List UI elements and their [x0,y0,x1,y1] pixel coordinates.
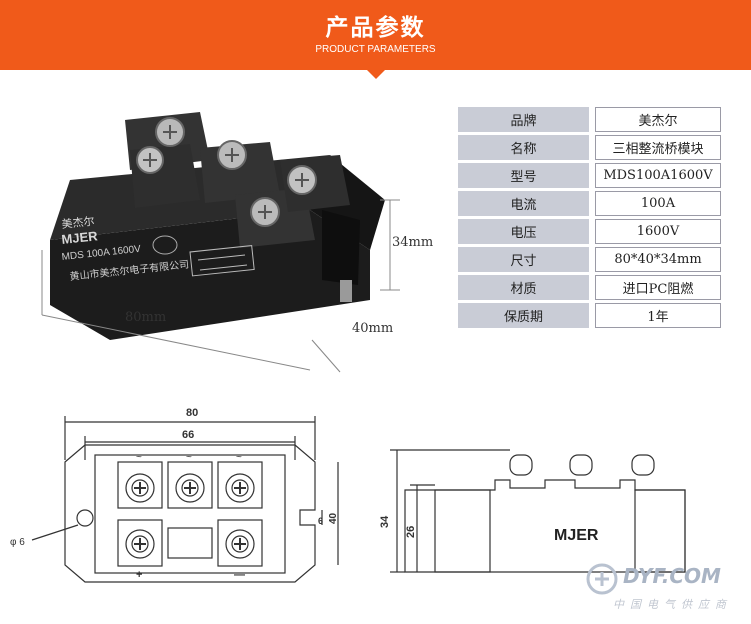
watermark-site: DYF.COM [623,564,721,588]
side-view-drawing: 34 26 MJER [379,449,686,573]
watermark-sub: 中国电气供应商 [613,598,732,611]
page-subtitle: PRODUCT PARAMETERS [315,44,436,55]
dim-40-label: 40 [328,512,339,524]
dim-66-label: 66 [182,429,194,441]
spec-key: 尺寸 [458,247,589,272]
spec-gap [589,275,595,300]
spec-value: 进口PC阻燃 [595,275,721,300]
dim-80-label: 80 [186,407,198,419]
product-photo: 美杰尔 MJER MDS 100A 1600V 黄山市美杰尔电子有限公司 80m… [41,112,433,373]
page-title: 产品参数 [325,15,426,41]
dim-6-label: 6 [318,516,323,526]
ac-symbol-2: ~ [186,452,192,463]
photo-dim-lines [41,199,400,373]
spec-gap [589,107,595,132]
ac-symbol-1: ~ [136,452,142,463]
spec-gap [589,219,595,244]
hole-dia-label: φ 6 [10,537,25,548]
spec-row: 名称三相整流桥模块 [458,135,721,160]
header-banner: 产品参数 PRODUCT PARAMETERS [0,0,751,70]
spec-key: 品牌 [458,107,589,132]
spec-value: 80*40*34mm [595,247,721,272]
spec-key: 名称 [458,135,589,160]
spec-key: 保质期 [458,303,589,328]
circuit-diagram [189,244,255,277]
spec-value: 1600V [595,219,721,244]
photo-dim-length: 80mm [125,310,166,325]
dim-26-label: 26 [405,526,417,538]
spec-gap [589,303,595,328]
spec-gap [589,191,595,216]
photo-dim-width: 40mm [352,321,393,336]
spec-value: 100A [595,191,721,216]
screw-terminals [136,117,317,227]
ac-symbol-3: ~ [236,452,242,463]
plus-symbol: + [136,569,142,581]
spec-row: 材质进口PC阻燃 [458,275,721,300]
watermark-logo-icon [586,563,618,595]
photo-brand-cn: 美杰尔 [61,215,95,231]
spec-value: 美杰尔 [595,107,721,132]
spec-row: 品牌美杰尔 [458,107,721,132]
side-brand-label: MJER [554,527,599,544]
front-view-drawing: 80 66 6 40 φ 6 ~ ~ ~ + — [10,407,339,583]
spec-key: 型号 [458,163,589,188]
dim-34-label: 34 [379,515,391,528]
spec-key: 电流 [458,191,589,216]
photo-dim-height: 34mm [392,235,433,250]
photo-brand-en: MJER [61,228,99,247]
banner-notch [367,70,385,79]
spec-value: 三相整流桥模块 [595,135,721,160]
watermark: DYF.COM 中国电气供应商 [583,562,745,618]
logo-seal [152,235,178,255]
spec-key: 电压 [458,219,589,244]
spec-gap [589,247,595,272]
spec-gap [589,163,595,188]
spec-gap [589,135,595,160]
spec-key: 材质 [458,275,589,300]
spec-value: MDS100A1600V [595,163,721,188]
spec-value: 1年 [595,303,721,328]
minus-symbol: — [234,569,245,581]
